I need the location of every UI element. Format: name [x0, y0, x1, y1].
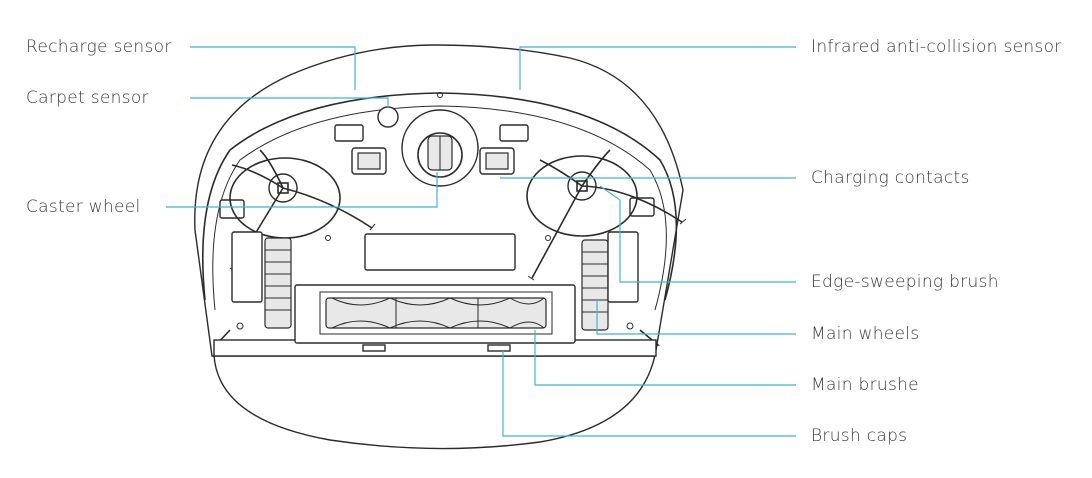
leader-caster-wheel [166, 172, 438, 208]
label-charging-contacts: Charging contacts [811, 168, 970, 188]
right-main-wheel [581, 239, 609, 331]
inner-shell-rim-2 [212, 105, 667, 311]
front-bumper [213, 354, 656, 450]
leader-main-brush [534, 330, 796, 386]
label-main-wheels: Main wheels [811, 324, 920, 344]
display-window [364, 233, 516, 271]
main-brush-roller [325, 297, 547, 329]
brush-cap-right [487, 344, 511, 352]
label-infrared-sensor: Infrared anti-collision sensor [811, 37, 1062, 57]
leader-carpet-sensor [190, 97, 389, 108]
leader-infrared-sensor [519, 46, 796, 90]
caster-hub-inner [417, 132, 463, 178]
leader-main-wheels [596, 300, 796, 335]
label-carpet-sensor: Carpet sensor [26, 88, 149, 108]
left-side-brush [231, 149, 373, 273]
leader-recharge-sensor [190, 46, 356, 90]
label-main-brush: Main brushe [811, 375, 919, 395]
right-side-brush [531, 149, 683, 279]
leader-lines [166, 46, 796, 437]
carpet-sensor-disc [377, 106, 399, 128]
right-brush-recess [526, 155, 638, 237]
label-caster-wheel: Caster wheel [26, 197, 141, 217]
brush-cap-left [362, 344, 386, 352]
leader-brush-caps [502, 351, 796, 437]
label-edge-brush: Edge-sweeping brush [811, 272, 999, 292]
label-brush-caps: Brush caps [811, 426, 908, 446]
left-main-wheel [264, 237, 292, 329]
leader-edge-brush [599, 185, 796, 283]
label-recharge-sensor: Recharge sensor [26, 37, 172, 57]
